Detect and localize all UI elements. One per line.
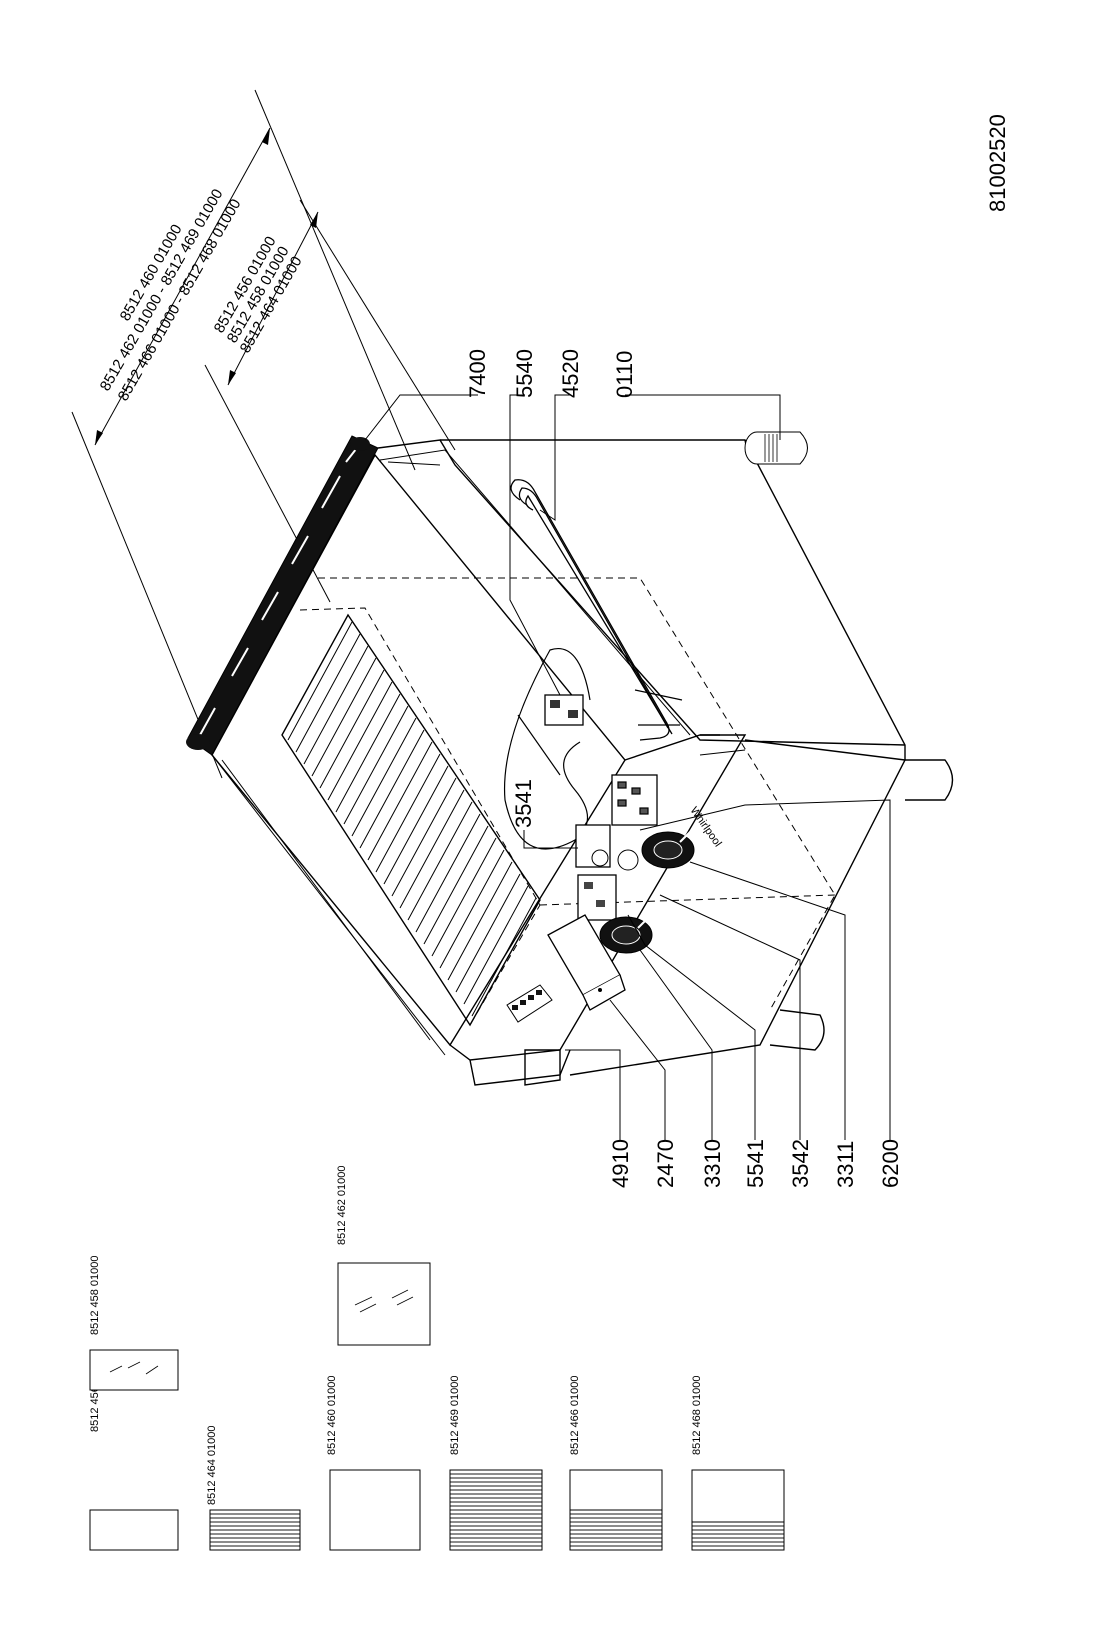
part-label-3541: 3541 xyxy=(511,779,536,828)
variant-label-466: 8512 466 01000 xyxy=(569,1375,581,1455)
part-labels: 7400 5540 4520 0110 3541 4910 2470 3310 … xyxy=(465,349,903,1188)
variant-label-460: 8512 460 01000 xyxy=(326,1375,338,1455)
dimension-lines xyxy=(71,89,456,779)
variant-label-469: 8512 469 01000 xyxy=(449,1375,461,1455)
variant-8512-464: 8512 464 01000 xyxy=(206,1425,301,1551)
variant-8512-462: 8512 462 01000 xyxy=(336,1165,431,1346)
document-number: 81002520 xyxy=(985,114,1010,212)
griddle-appliance: Whirlpool xyxy=(186,431,954,1086)
part-label-3311: 3311 xyxy=(833,1141,858,1188)
part-label-4910: 4910 xyxy=(608,1139,633,1188)
variant-label-462: 8512 462 01000 xyxy=(336,1165,348,1245)
variant-8512-466: 8512 466 01000 xyxy=(569,1375,663,1551)
variant-label-468: 8512 468 01000 xyxy=(691,1375,703,1455)
part-label-6200: 6200 xyxy=(878,1139,903,1188)
variant-8512-458: 8512 458 01000 xyxy=(89,1255,179,1391)
thermostat-3310 xyxy=(577,874,617,921)
variant-8512-460: 8512 460 01000 xyxy=(326,1375,421,1551)
part-label-3542: 3542 xyxy=(788,1139,813,1188)
leader-lines xyxy=(364,394,891,1140)
part-label-5541: 5541 xyxy=(743,1139,768,1188)
knob-6200 xyxy=(641,831,695,869)
variant-8512-468: 8512 468 01000 xyxy=(691,1375,785,1551)
ribbed-plate xyxy=(281,613,541,1027)
knob-3310 xyxy=(599,916,653,954)
dimension-labels-inner: 8512 456 01000 8512 458 01000 8512 464 0… xyxy=(211,234,306,356)
foot-0110 xyxy=(744,431,808,465)
variant-8512-469: 8512 469 01000 xyxy=(449,1375,543,1551)
part-label-2470: 2470 xyxy=(653,1139,678,1188)
part-label-7400: 7400 xyxy=(465,349,490,398)
dim-outer-2: 8512 462 01000 - 8512 469 01000 xyxy=(97,186,227,394)
part-label-0110: 0110 xyxy=(612,351,637,398)
heating-element xyxy=(510,479,683,741)
dimension-labels-outer: 8512 460 01000 8512 462 01000 - 8512 469… xyxy=(97,186,245,404)
part-label-3310: 3310 xyxy=(700,1139,725,1188)
variant-legend: 8512 456 01000 8512 458 01000 8512 464 0… xyxy=(89,1165,785,1551)
part-label-5540: 5540 xyxy=(512,349,537,398)
terminal-strip xyxy=(506,984,553,1023)
thermostat-probe xyxy=(503,648,591,850)
part-label-4520: 4520 xyxy=(558,349,583,398)
variant-label-458: 8512 458 01000 xyxy=(89,1255,101,1335)
variant-label-464: 8512 464 01000 xyxy=(206,1425,218,1505)
